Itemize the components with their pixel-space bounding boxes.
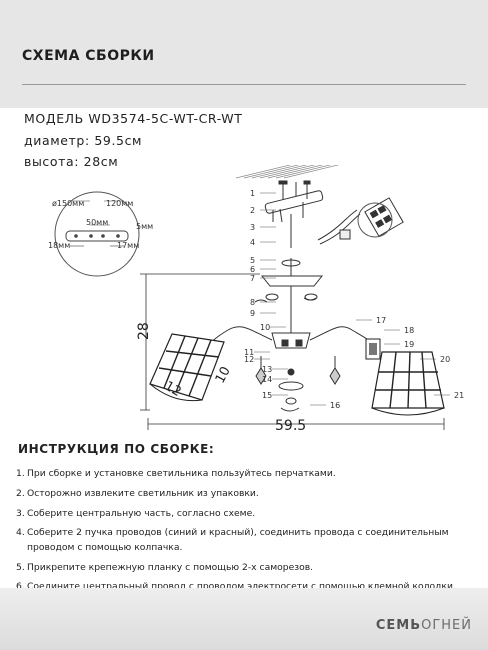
part-number-9: 9 [250, 309, 255, 318]
part-number-10: 10 [260, 323, 270, 332]
brand-rest: ОГНЕЙ [421, 618, 472, 633]
header-divider [22, 84, 466, 85]
exploded-parts [205, 180, 404, 412]
part-number-17: 17 [376, 316, 386, 325]
instruction-step-3: 3.Соберите центральную часть, согласно с… [16, 508, 255, 519]
page-title: СХЕМА СБОРКИ [22, 48, 155, 64]
instruction-step-6: 6.Соедините центральный провод с проводо… [16, 581, 456, 592]
step-number: 4. [16, 527, 25, 538]
plate-right-offset-label: 17мм [117, 241, 139, 250]
part-number-3: 3 [250, 223, 255, 232]
mounting-plate-drawing: ø150мм 120мм 50мм 5мм 18мм 17мм [48, 191, 153, 277]
height-label: высота: 28см [24, 154, 119, 169]
shade-dimension-a: 12 [162, 379, 184, 400]
part-number-5: 5 [250, 256, 255, 265]
plate-diameter-label: ø150мм [52, 199, 84, 208]
part-number-16: 16 [330, 401, 340, 410]
part-number-14: 14 [262, 375, 272, 384]
step-number: 3. [16, 508, 25, 519]
part-number-19: 19 [404, 340, 414, 349]
part-number-21: 21 [454, 391, 464, 400]
step-number: 1. [16, 468, 25, 479]
plate-hole-spacing-label: 50мм [86, 218, 108, 227]
brand-logo: СЕМЬОГНЕЙ [376, 618, 472, 633]
part-number-18: 18 [404, 326, 414, 335]
width-dimension: 59,5 [275, 418, 306, 430]
instruction-step-4: 4.Соберите 2 пучка проводов (синий и кра… [16, 527, 449, 553]
step-text: Осторожно извлеките светильник из упаков… [27, 488, 259, 499]
plate-hole-size-label: 5мм [136, 222, 153, 231]
step-text: При сборке и установке светильника польз… [27, 468, 336, 479]
step-text: Соберите 2 пучка проводов (синий и красн… [27, 527, 449, 538]
part-number-20: 20 [440, 355, 450, 364]
step-text: Соберите центральную часть, согласно схе… [27, 508, 256, 519]
step-number: 5. [16, 562, 25, 573]
plate-width-label: 120мм [106, 199, 133, 208]
part-number-4: 4 [250, 238, 255, 247]
right-shade-drawing [365, 338, 445, 416]
step-text-continued: проводом с помощью колпачка. [27, 542, 183, 553]
instruction-step-1: 1.При сборке и установке светильника пол… [16, 468, 336, 479]
part-number-7: 7 [250, 274, 255, 283]
dimension-lines [140, 273, 445, 430]
shade-dimension-b: 10 [213, 364, 234, 386]
step-number: 6. [16, 581, 25, 592]
part-number-15: 15 [262, 391, 272, 400]
instruction-step-5: 5.Прикрепите крепежную планку с помощью … [16, 562, 313, 573]
diameter-label: диаметр: 59.5см [24, 133, 143, 148]
step-number: 2. [16, 488, 25, 499]
part-number-11: 11 [244, 348, 254, 357]
left-shade-drawing [149, 333, 225, 402]
header-band: СХЕМА СБОРКИ [0, 0, 488, 108]
ceiling-hatch [235, 149, 401, 179]
plate-left-offset-label: 18мм [48, 241, 70, 250]
assembly-diagram: ø150мм 120мм 50мм 5мм 18мм 17мм [0, 149, 488, 434]
height-dimension: 28 [136, 322, 152, 340]
part-number-12: 12 [244, 355, 254, 364]
part-number-2: 2 [250, 206, 255, 215]
instructions-title: ИНСТРУКЦИЯ ПО СБОРКЕ: [18, 442, 215, 456]
part-number-8: 8 [250, 298, 255, 307]
model-label: МОДЕЛЬ WD3574-5C-WT-CR-WT [24, 111, 243, 126]
part-number-1: 1 [250, 189, 255, 198]
part-number-6: 6 [250, 265, 255, 274]
brand-bold: СЕМЬ [375, 618, 422, 633]
instruction-step-2: 2.Осторожно извлеките светильник из упак… [16, 488, 259, 499]
step-text: Соедините центральный провод с проводом … [27, 581, 456, 592]
footer-band: СЕМЬОГНЕЙ [0, 588, 488, 650]
step-text: Прикрепите крепежную планку с помощью 2-… [27, 562, 314, 573]
part-number-13: 13 [262, 365, 272, 374]
